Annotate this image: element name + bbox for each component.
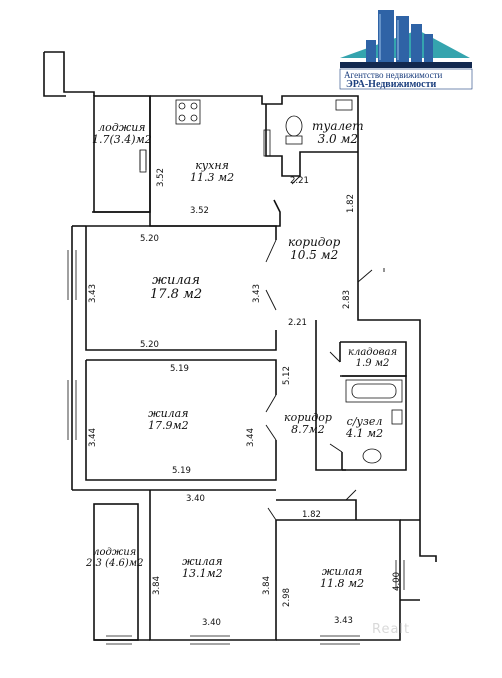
room-name: лоджия <box>93 547 137 558</box>
room-area: 3.0 м2 <box>317 131 359 146</box>
watermark: Realt <box>372 622 411 637</box>
room-area: 13.1м2 <box>182 566 223 580</box>
room-area: 8.7м2 <box>291 422 325 436</box>
dim-living2-top: 5.19 <box>170 364 189 374</box>
dim-living2-bottom: 5.19 <box>172 466 191 476</box>
dim-living2-right: 3.44 <box>246 428 256 447</box>
room-area: 4.1 м2 <box>346 426 384 440</box>
room-name: кладовая <box>348 347 398 358</box>
room-label-toilet: туалет 3.0 м2 <box>312 120 364 145</box>
fixtures <box>139 129 271 173</box>
room-label-loggia-top: лоджия 1.7(3.4)м2 <box>92 122 152 145</box>
dim-living4-left: 2.98 <box>282 588 292 607</box>
room-label-living-4: жилая 11.8 м2 <box>320 566 364 589</box>
stove-icon <box>175 99 201 125</box>
room-area: 1.7(3.4)м2 <box>92 132 152 146</box>
room-area: 10.5 м2 <box>290 247 339 262</box>
dim-living3-right: 3.84 <box>262 576 272 595</box>
dim-corridor-door: 2.21 <box>288 318 307 328</box>
dim-living4-right: 4.00 <box>392 572 402 591</box>
room-label-corridor-small: коридор 8.7м2 <box>284 412 332 435</box>
room-name: лоджия <box>98 121 146 134</box>
door-swings <box>265 175 385 521</box>
room-label-loggia-bottom: лоджия 2.3 (4.6)м2 <box>86 547 144 569</box>
room-label-corridor-main: коридор 10.5 м2 <box>288 236 340 261</box>
dim-living4-bottom: 3.43 <box>334 616 353 626</box>
logo-brand-text: ЭРА-Недвижимости <box>346 79 437 90</box>
room-label-bathroom: с/узел 4.1 м2 <box>346 416 383 439</box>
dim-living1-right: 3.43 <box>252 284 262 303</box>
dim-living3-top: 3.40 <box>186 494 205 504</box>
dim-living3-left: 3.84 <box>152 576 162 595</box>
room-name: жилая <box>152 273 200 288</box>
logo-agency-text: Агентство недвижимости <box>344 70 443 80</box>
dim-living1-left: 3.43 <box>88 284 98 303</box>
room-area: 11.8 м2 <box>320 576 365 590</box>
room-label-storage: кладовая 1.9 м2 <box>348 347 398 369</box>
room-name: коридор <box>288 235 341 249</box>
room-area: 11.3 м2 <box>190 170 235 184</box>
dim-living2-left: 3.44 <box>88 428 98 447</box>
agency-logo <box>339 10 473 90</box>
room-label-living-2: жилая 17.9м2 <box>148 408 189 431</box>
dim-living2-corner: 5.12 <box>282 366 292 385</box>
room-label-living-1: жилая 17.8 м2 <box>150 274 202 301</box>
room-name: с/узел <box>346 415 383 428</box>
room-name: туалет <box>312 119 364 133</box>
room-label-kitchen: кухня 11.3 м2 <box>190 160 234 183</box>
exterior-walls <box>43 51 437 641</box>
toilet-icon <box>285 99 353 145</box>
bathtub-icon <box>345 379 403 464</box>
dim-corridor-right-2: 2.83 <box>342 290 352 309</box>
room-area: 17.9м2 <box>148 418 189 432</box>
dim-living3-bottom: 3.40 <box>202 618 221 628</box>
room-area: 2.3 (4.6)м2 <box>86 557 144 569</box>
room-name: жилая <box>321 565 363 578</box>
dim-corridor-right: 1.82 <box>346 194 356 213</box>
dim-kitchen-bottom: 3.52 <box>190 206 209 216</box>
dim-kitchen-left: 3.52 <box>156 168 166 187</box>
dim-living1-top: 5.20 <box>140 234 159 244</box>
dim-toilet-door: 2.21 <box>290 176 309 186</box>
dim-living1-bottom: 5.20 <box>140 340 159 350</box>
room-area: 1.9 м2 <box>355 357 390 369</box>
room-name: кухня <box>195 159 229 172</box>
room-name: жилая <box>148 407 189 420</box>
room-name: жилая <box>182 555 223 568</box>
room-area: 17.8 м2 <box>150 286 203 302</box>
room-label-living-3: жилая 13.1м2 <box>182 556 223 579</box>
dim-passage: 1.82 <box>302 510 321 520</box>
room-name: коридор <box>284 411 332 424</box>
